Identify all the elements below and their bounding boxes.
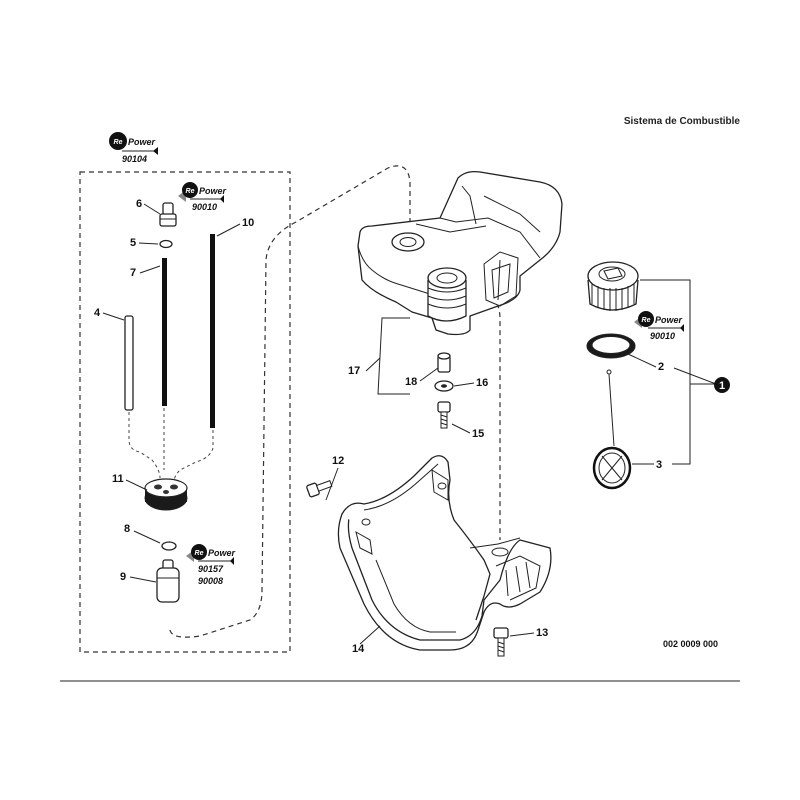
callout-14: 14 <box>352 643 365 655</box>
page-title: Sistema de Combustible <box>624 116 741 127</box>
part-6-line-fitting <box>159 202 177 227</box>
part-18-spacer <box>437 352 451 373</box>
callout-1: 1 <box>719 380 725 392</box>
callout-11: 11 <box>112 473 124 485</box>
fuel-line-route <box>169 165 411 638</box>
callout-15: 15 <box>472 428 484 440</box>
callout-8: 8 <box>124 523 130 535</box>
part-4-vent-tube <box>124 315 134 411</box>
part-13-screw <box>493 627 509 657</box>
svg-text:Power: Power <box>208 548 236 558</box>
part-10-return-line <box>210 234 215 428</box>
svg-text:90008: 90008 <box>198 576 223 586</box>
repower-badge-90104: Re Power 90104 <box>109 132 158 164</box>
part-16-washer <box>434 380 454 392</box>
part-3-tether <box>592 369 632 490</box>
callout-2: 2 <box>658 361 664 373</box>
callout-6: 6 <box>136 198 142 210</box>
svg-text:90010: 90010 <box>650 331 675 341</box>
fuel-cap-assembly <box>587 261 639 311</box>
svg-text:Re: Re <box>642 317 651 324</box>
callout-7: 7 <box>130 267 136 279</box>
callout-5: 5 <box>130 237 136 249</box>
repower-logo-icon <box>191 544 207 560</box>
svg-text:Power: Power <box>655 315 683 325</box>
cap-logo-icon <box>603 267 623 280</box>
callout-12: 12 <box>332 455 344 467</box>
part-12-screw <box>306 480 333 498</box>
svg-text:Power: Power <box>128 137 156 147</box>
callout-10: 10 <box>242 217 254 229</box>
callout-13: 13 <box>536 627 548 639</box>
part-15-screw <box>437 401 451 429</box>
callout-3: 3 <box>656 459 662 471</box>
repower-badge-90010-cap: Re Power 90010 <box>634 311 684 341</box>
part-14-frame <box>337 455 552 651</box>
part-17-fuel-tank <box>357 170 563 336</box>
repower-code: 90104 <box>122 154 147 164</box>
svg-text:90157: 90157 <box>198 564 224 574</box>
drawing-id: 002 0009 000 <box>663 639 718 649</box>
svg-text:Re: Re <box>195 550 204 557</box>
part-5-clamp-ring <box>159 239 173 249</box>
callout-1-badge <box>714 377 730 393</box>
svg-text:Re: Re <box>114 139 123 146</box>
svg-text:Re: Re <box>186 188 195 195</box>
repower-logo-icon <box>638 311 654 327</box>
part-7-fuel-line <box>162 258 167 406</box>
repower-badge-90010-fuel-line: Re Power 90010 <box>178 182 227 212</box>
repower-logo-icon <box>182 182 198 198</box>
callout-16: 16 <box>476 377 488 389</box>
arrow-icon <box>153 147 158 155</box>
part-8-o-ring <box>161 541 177 551</box>
callout-17: 17 <box>348 365 360 377</box>
part-11-grommet <box>144 478 188 511</box>
repower-badge-filter: Re Power 90157 90008 <box>186 544 236 586</box>
kit-boundary <box>79 171 291 653</box>
repower-logo-icon <box>109 132 127 150</box>
svg-text:Power: Power <box>199 186 227 196</box>
part-2-cap-gasket <box>586 333 636 359</box>
callout-9: 9 <box>120 571 126 583</box>
part-9-fuel-filter <box>156 559 180 603</box>
callout-18: 18 <box>405 376 417 388</box>
svg-text:90010: 90010 <box>192 202 217 212</box>
callout-4: 4 <box>94 307 101 319</box>
tank-to-frame-guide <box>480 299 501 540</box>
